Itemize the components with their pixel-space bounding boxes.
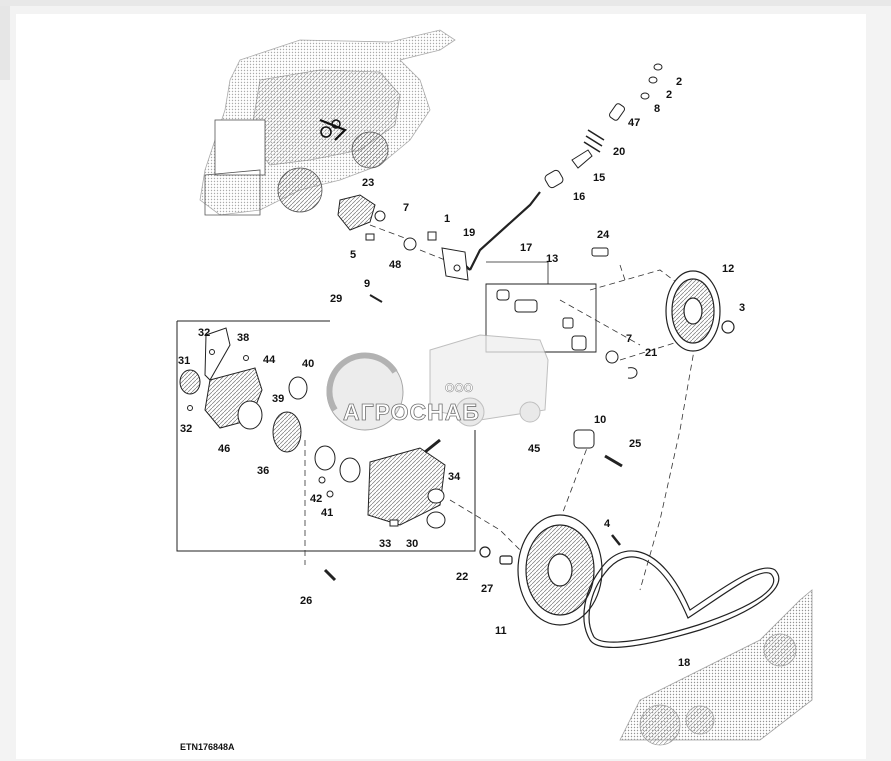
callout-42: 42 (310, 493, 322, 505)
watermark-brand: АГРОСНАБ (343, 399, 480, 425)
callout-36: 36 (257, 465, 269, 477)
callout-2b: 2 (666, 89, 672, 101)
pulley-11 (479, 514, 621, 626)
callout-11: 11 (495, 625, 507, 637)
belt-18 (583, 550, 780, 649)
callout-7a: 7 (403, 202, 409, 214)
callout-26: 26 (300, 595, 312, 607)
callout-47: 47 (628, 117, 640, 129)
callout-16: 16 (573, 191, 585, 203)
callout-30: 30 (406, 538, 418, 550)
combine-harvester-illustration (199, 29, 456, 216)
figure-code: ETN176848A (180, 742, 235, 752)
callout-32b: 32 (180, 423, 192, 435)
callout-12: 12 (722, 263, 734, 275)
callout-25: 25 (629, 438, 641, 450)
callout-48: 48 (389, 259, 401, 271)
feeder-illustration (619, 589, 813, 746)
gearbox-parts (179, 327, 446, 582)
callout-18: 18 (678, 657, 690, 669)
callout-29: 29 (330, 293, 342, 305)
top-strip (0, 0, 891, 6)
callout-46: 46 (218, 443, 230, 455)
callout-34: 34 (448, 471, 461, 483)
callout-21: 21 (645, 347, 657, 359)
callout-45: 45 (528, 443, 540, 455)
group-13-parts (496, 289, 638, 468)
callout-41: 41 (321, 507, 333, 519)
callout-labels: 2 2 8 47 20 15 16 23 7 1 19 17 5 48 24 1… (178, 76, 745, 669)
gearbox-box (176, 320, 476, 552)
callout-3: 3 (739, 302, 745, 314)
callout-20: 20 (613, 146, 625, 158)
upper-linkage-parts (337, 63, 663, 303)
callout-32a: 32 (198, 327, 210, 339)
callout-33: 33 (379, 538, 391, 550)
callout-10: 10 (594, 414, 606, 426)
callout-9: 9 (364, 278, 370, 290)
watermark-prefix: ООО (445, 381, 473, 395)
callout-17: 17 (520, 242, 532, 254)
callout-44: 44 (263, 354, 276, 366)
pulley-12 (665, 270, 735, 352)
callout-19: 19 (463, 227, 475, 239)
callout-8: 8 (654, 103, 660, 115)
callout-7b: 7 (626, 333, 632, 345)
callout-2a: 2 (676, 76, 682, 88)
callout-4: 4 (604, 518, 611, 530)
callout-24: 24 (597, 229, 610, 241)
callout-27: 27 (481, 583, 493, 595)
callout-39: 39 (272, 393, 284, 405)
group-13-box (485, 261, 597, 353)
callout-15: 15 (593, 172, 605, 184)
callout-38: 38 (237, 332, 249, 344)
callout-5: 5 (350, 249, 356, 261)
callout-31: 31 (178, 355, 190, 367)
left-strip (0, 6, 10, 80)
watermark-logo: ООО АГРОСНАБ (326, 334, 549, 431)
callout-23: 23 (362, 177, 374, 189)
callout-40: 40 (302, 358, 314, 370)
callout-22: 22 (456, 571, 468, 583)
callout-13: 13 (546, 253, 558, 265)
callout-1: 1 (444, 213, 450, 225)
